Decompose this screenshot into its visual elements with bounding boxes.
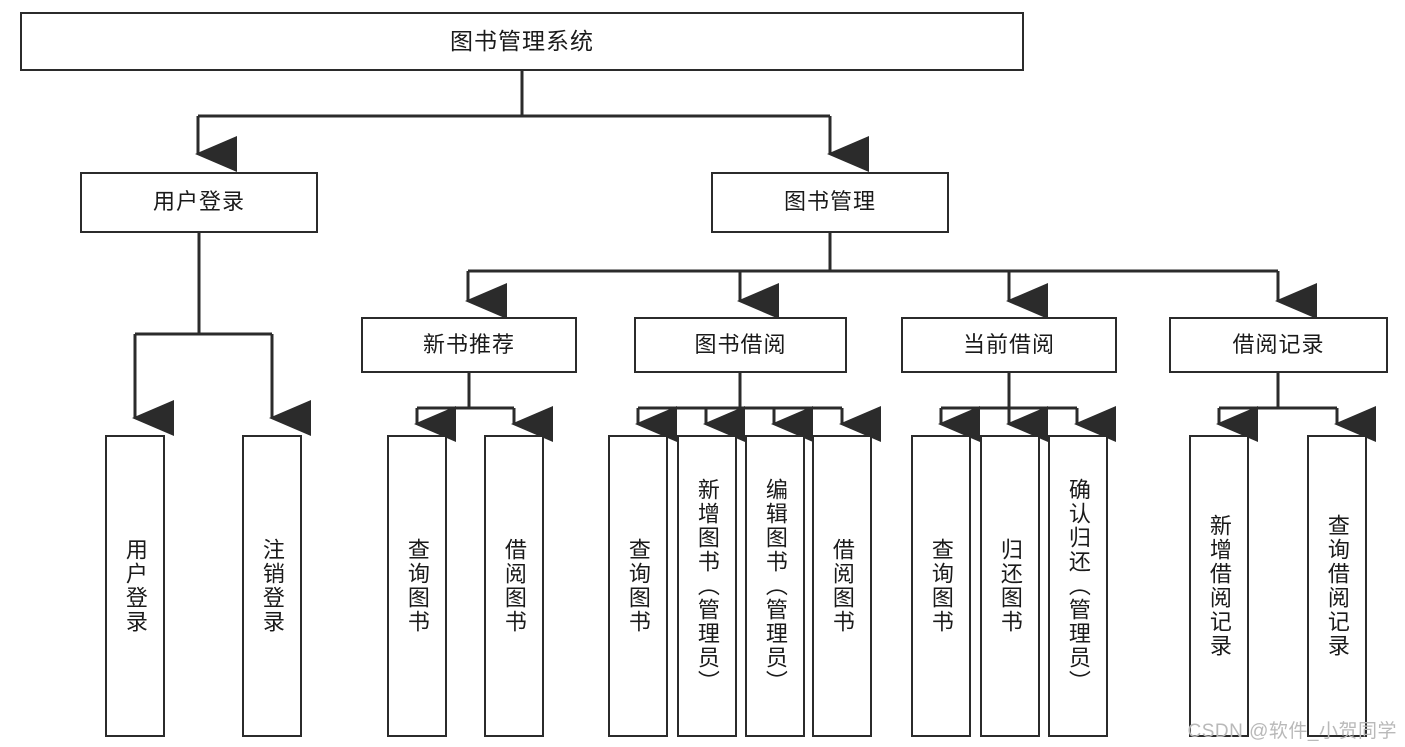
leaf-logout-login[interactable]: 注销登录 xyxy=(242,435,302,737)
leaf-query-book-current[interactable]: 查询图书 xyxy=(911,435,971,737)
node-current-borrow[interactable]: 当前借阅 xyxy=(901,317,1117,373)
leaf-add-book-admin[interactable]: 新增图书（管理员） xyxy=(677,435,737,737)
leaf-edit-book-admin[interactable]: 编辑图书（管理员） xyxy=(745,435,805,737)
watermark-text: CSDN @软件_小贺同学 xyxy=(1187,721,1397,742)
node-new-book-recommend[interactable]: 新书推荐 xyxy=(361,317,577,373)
leaf-query-borrow-record[interactable]: 查询借阅记录 xyxy=(1307,435,1367,737)
leaf-return-book[interactable]: 归还图书 xyxy=(980,435,1040,737)
node-book-management[interactable]: 图书管理 xyxy=(711,172,949,233)
leaf-borrow-book[interactable]: 借阅图书 xyxy=(812,435,872,737)
leaf-user-login[interactable]: 用户登录 xyxy=(105,435,165,737)
node-root-system[interactable]: 图书管理系统 xyxy=(20,12,1024,71)
node-user-login[interactable]: 用户登录 xyxy=(80,172,318,233)
node-borrow-record[interactable]: 借阅记录 xyxy=(1169,317,1388,373)
leaf-confirm-return-admin[interactable]: 确认归还（管理员） xyxy=(1048,435,1108,737)
leaf-borrow-book-recommend[interactable]: 借阅图书 xyxy=(484,435,544,737)
leaf-query-book-borrow[interactable]: 查询图书 xyxy=(608,435,668,737)
node-book-borrow[interactable]: 图书借阅 xyxy=(634,317,847,373)
leaf-query-book-recommend[interactable]: 查询图书 xyxy=(387,435,447,737)
leaf-add-borrow-record[interactable]: 新增借阅记录 xyxy=(1189,435,1249,737)
